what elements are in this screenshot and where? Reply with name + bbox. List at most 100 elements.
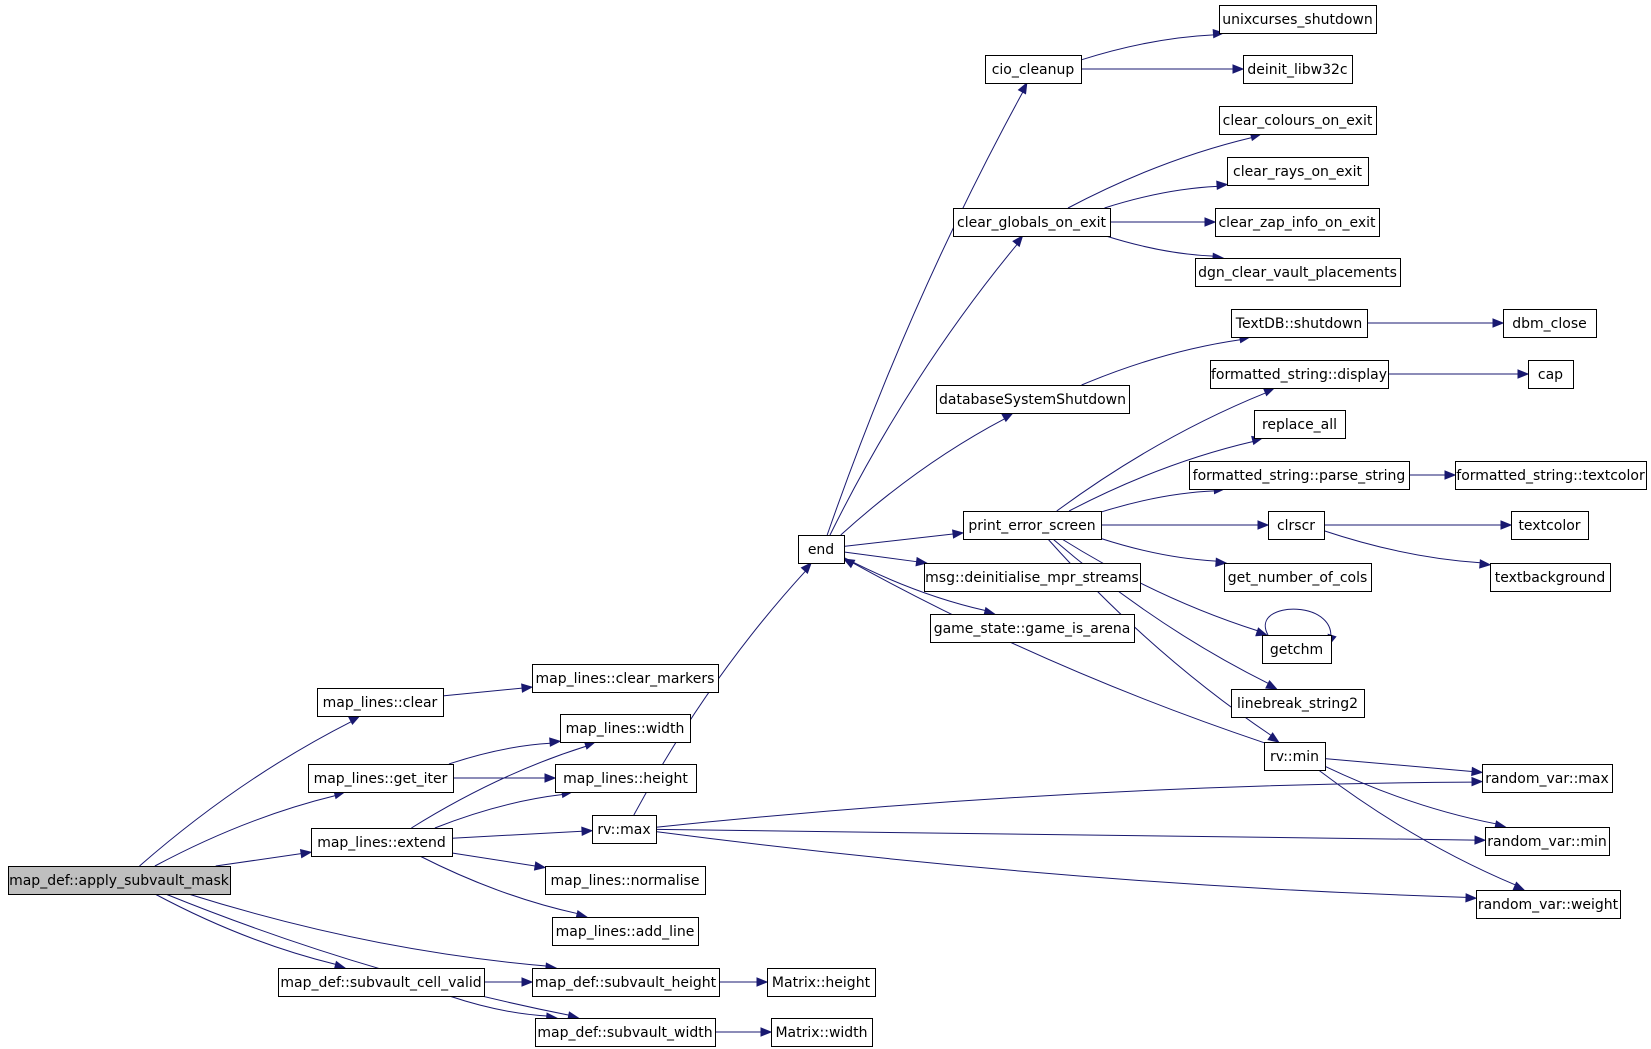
node-box (317, 688, 444, 717)
node-box (8, 866, 231, 895)
node-getchm[interactable]: getchm (1262, 635, 1332, 664)
edge-cio-cleanup-to-unixcurses-shutdown (1080, 34, 1214, 61)
node-label: map_lines::get_iter (314, 771, 448, 787)
node-get-iter[interactable]: map_lines::get_iter (308, 764, 454, 793)
node-clear-globals-on-exit[interactable]: clear_globals_on_exit (953, 208, 1111, 237)
node-label: clrscr (1277, 518, 1315, 534)
node-random-var-min[interactable]: random_var::min (1485, 827, 1610, 856)
node-clear-markers[interactable]: map_lines::clear_markers (532, 664, 719, 693)
node-label: replace_all (1262, 417, 1337, 433)
node-box (545, 866, 706, 895)
edge-get-iter-to-width-arrow (549, 737, 562, 747)
node-box (963, 511, 1102, 540)
node-deinit-libw32c[interactable]: deinit_libw32c (1243, 55, 1353, 84)
node-textbackground[interactable]: textbackground (1490, 563, 1611, 592)
node-box (1455, 461, 1647, 490)
node-label: cio_cleanup (992, 62, 1075, 78)
node-unixcurses-shutdown[interactable]: unixcurses_shutdown (1219, 5, 1377, 34)
edge-rv-min-to-random-var-max-arrow (1471, 766, 1484, 777)
node-add-line[interactable]: map_lines::add_line (552, 917, 699, 946)
edge-print-error-screen-to-getchm (1061, 538, 1258, 632)
node-clear[interactable]: map_lines::clear (317, 688, 444, 717)
node-apply-subvault-mask[interactable]: map_def::apply_subvault_mask (8, 866, 231, 895)
node-box (1224, 563, 1372, 592)
node-print-error-screen[interactable]: print_error_screen (963, 511, 1102, 540)
node-random-var-max[interactable]: random_var::max (1482, 764, 1613, 793)
node-box (311, 828, 453, 857)
node-textcolor[interactable]: textcolor (1511, 511, 1589, 540)
edge-print-error-screen-to-get-number-of-cols-arrow (1215, 557, 1228, 567)
node-rv-min[interactable]: rv::min (1264, 742, 1326, 771)
edge-apply-subvault-mask-to-subvault-width (165, 893, 569, 1016)
node-normalise[interactable]: map_lines::normalise (545, 866, 706, 895)
edge-extend-to-add-line (419, 855, 578, 915)
edge-print-error-screen-to-fs-display-arrow (1262, 387, 1276, 397)
node-msg-deinit[interactable]: msg::deinitialise_mpr_streams (924, 563, 1141, 592)
node-label: rv::max (597, 822, 650, 838)
node-box (1219, 5, 1377, 34)
node-replace-all[interactable]: replace_all (1254, 410, 1346, 439)
node-dbm-close[interactable]: dbm_close (1503, 309, 1597, 338)
node-box (1189, 461, 1410, 490)
node-label: game_state::game_is_arena (934, 621, 1131, 637)
node-label: get_number_of_cols (1228, 570, 1368, 586)
edge-subvault-height-to-matrix-height-arrow (756, 977, 769, 987)
edge-apply-subvault-mask-to-clear-arrow (347, 715, 361, 726)
edge-clear-to-clear-markers-arrow (521, 683, 534, 693)
node-subvault-height[interactable]: map_def::subvault_height (532, 968, 720, 997)
node-extend[interactable]: map_lines::extend (311, 828, 453, 857)
node-matrix-width[interactable]: Matrix::width (771, 1018, 873, 1047)
node-textdb-shutdown[interactable]: TextDB::shutdown (1231, 309, 1368, 338)
node-cio-cleanup[interactable]: cio_cleanup (985, 55, 1082, 84)
node-get-number-of-cols[interactable]: get_number_of_cols (1224, 563, 1372, 592)
node-clrscr[interactable]: clrscr (1268, 511, 1325, 540)
node-clear-colours-on-exit[interactable]: clear_colours_on_exit (1219, 106, 1377, 135)
node-fs-display[interactable]: formatted_string::display (1210, 360, 1389, 389)
edge-cio-cleanup-to-unixcurses-shutdown-arrow (1212, 28, 1225, 39)
edge-rv-max-to-random-var-min-arrow (1474, 835, 1487, 845)
edge-clear-globals-on-exit-to-clear-zap-info-on-exit-arrow (1204, 217, 1217, 227)
node-label: map_lines::extend (317, 835, 446, 851)
node-subvault-cell-valid[interactable]: map_def::subvault_cell_valid (278, 968, 485, 997)
edge-clrscr-to-textcolor-arrow (1500, 520, 1513, 530)
node-label: print_error_screen (968, 518, 1095, 534)
node-databaseSystemShutdown[interactable]: databaseSystemShutdown (936, 385, 1130, 414)
node-subvault-width[interactable]: map_def::subvault_width (535, 1018, 716, 1047)
node-matrix-height[interactable]: Matrix::height (767, 968, 876, 997)
node-box (1243, 55, 1353, 84)
node-label: TextDB::shutdown (1235, 316, 1362, 332)
node-box (936, 385, 1130, 414)
node-game-is-arena[interactable]: game_state::game_is_arena (930, 614, 1135, 643)
node-width[interactable]: map_lines::width (560, 714, 691, 743)
edge-end-to-cio-cleanup (826, 91, 1024, 536)
node-box (924, 563, 1141, 592)
node-rv-max[interactable]: rv::max (592, 815, 657, 844)
edge-print-error-screen-to-clrscr-arrow (1257, 520, 1270, 530)
edge-apply-subvault-mask-to-subvault-height (188, 893, 547, 967)
node-fs-textcolor[interactable]: formatted_string::textcolor (1455, 461, 1647, 490)
edge-rv-max-to-random-var-max (655, 781, 1473, 828)
node-clear-rays-on-exit[interactable]: clear_rays_on_exit (1227, 157, 1369, 186)
node-end[interactable]: end (798, 535, 845, 564)
node-box (1482, 764, 1613, 793)
node-label: end (808, 542, 834, 558)
node-height[interactable]: map_lines::height (555, 764, 697, 793)
node-box (1254, 410, 1346, 439)
edge-end-to-clear-globals-on-exit (829, 244, 1018, 536)
node-cap[interactable]: cap (1528, 360, 1574, 389)
node-fs-parse-string[interactable]: formatted_string::parse_string (1189, 461, 1410, 490)
node-linebreak-string2[interactable]: linebreak_string2 (1231, 689, 1365, 718)
edge-getchm-to-getchm (1264, 608, 1332, 646)
edge-print-error-screen-to-fs-display (1056, 392, 1266, 512)
node-clear-zap-info-on-exit[interactable]: clear_zap_info_on_exit (1215, 208, 1380, 237)
node-box (930, 614, 1135, 643)
edge-rv-min-to-random-var-min (1324, 765, 1497, 825)
node-random-var-weight[interactable]: random_var::weight (1476, 890, 1621, 919)
edge-print-error-screen-to-replace-all (1068, 441, 1254, 512)
node-box (1511, 511, 1589, 540)
node-dgn-clear-vault-placements[interactable]: dgn_clear_vault_placements (1195, 258, 1401, 287)
edge-subvault-cell-valid-to-subvault-width (449, 995, 547, 1017)
edge-extend-to-rv-max (451, 830, 583, 839)
edge-rv-max-to-random-var-max-arrow (1471, 776, 1484, 787)
edge-rv-max-to-random-var-weight (655, 831, 1467, 898)
